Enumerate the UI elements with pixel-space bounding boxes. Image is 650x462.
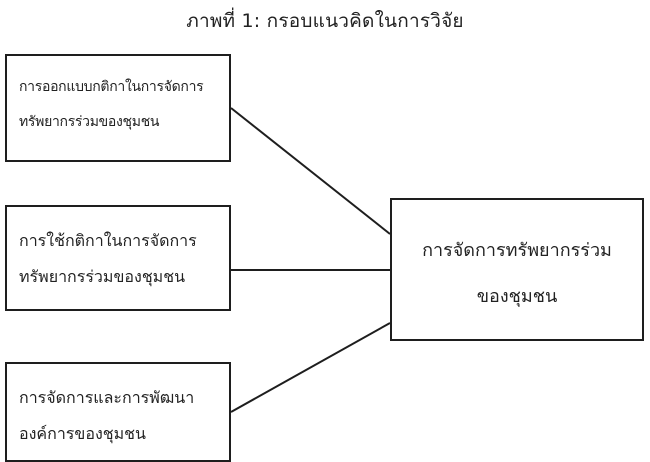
connector-line-1 <box>230 107 391 235</box>
concept-box-organization: การจัดการและการพัฒนา องค์การของชุมชน <box>5 362 231 462</box>
concept-box-rule-design-line-1: การออกแบบกติกาในการจัดการ <box>19 79 204 95</box>
concept-box-rule-design: การออกแบบกติกาในการจัดการ ทรัพยากรร่วมขอ… <box>5 54 231 162</box>
concept-box-rule-use-line-1: การใช้กติกาในการจัดการ <box>19 231 197 250</box>
concept-box-rule-use: การใช้กติกาในการจัดการ ทรัพยากรร่วมของชุ… <box>5 205 231 311</box>
connector-line-3 <box>230 322 391 413</box>
outcome-box-line-2: ของชุมชน <box>476 286 558 307</box>
figure-title: ภาพที่ 1: กรอบแนวคิดในการวิจัย <box>186 10 464 32</box>
concept-box-rule-design-line-2: ทรัพยากรร่วมของชุมชน <box>19 114 160 130</box>
concept-box-organization-line-1: การจัดการและการพัฒนา <box>19 388 195 407</box>
concept-box-organization-line-2: องค์การของชุมชน <box>19 424 146 443</box>
outcome-box-common-resource-management: การจัดการทรัพยากรร่วม ของชุมชน <box>390 198 644 341</box>
connectors <box>230 107 391 413</box>
concept-box-rule-use-line-2: ทรัพยากรร่วมของชุมชน <box>19 267 186 286</box>
outcome-box-line-1: การจัดการทรัพยากรร่วม <box>422 240 612 261</box>
